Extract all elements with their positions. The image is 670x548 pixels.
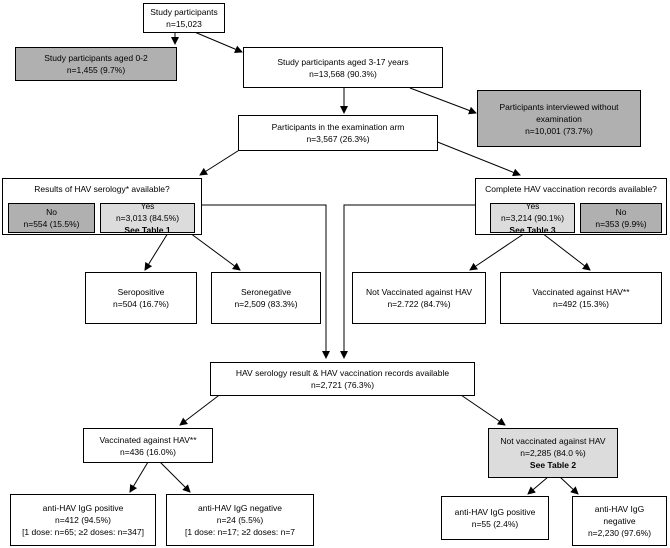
aged-3-17-box: Study participants aged 3-17 years n=13,… (243, 47, 443, 88)
igg-neg-unvacc-box: anti-HAV IgG negative n=2,230 (97.6%) (572, 496, 667, 546)
vaccinated-count: n=492 (15.3%) (553, 299, 609, 309)
serology-and-records-count: n=2,721 (76.3%) (310, 380, 375, 390)
vacc-no-box: No n=353 (9.9%) (580, 203, 662, 233)
not-vaccinated-subset-ref: See Table 2 (529, 460, 577, 470)
not-vaccinated-count: n=2.722 (84.7%) (387, 299, 451, 309)
serology-yes-ref: See Table 1 (124, 225, 171, 235)
aged-0-2-count: n=1,455 (9.7%) (66, 65, 126, 75)
seropositive-count: n=504 (16.7%) (113, 299, 169, 309)
aged-3-17-title: Study participants aged 3-17 years (277, 56, 409, 67)
serology-yes-title: Yes (140, 201, 155, 211)
igg-neg-vacc-box: anti-HAV IgG negative n=24 (5.5%) [1 dos… (166, 494, 314, 546)
arrow-to-interviewed (409, 87, 477, 115)
seronegative-title: Seronegative (240, 287, 292, 297)
not-vaccinated-subset-box: Not vaccinated against HAV n=2,285 (84.0… (488, 428, 618, 478)
vaccinated-subset-box: Vaccinated against HAV** n=436 (16.0%) (83, 428, 213, 463)
vacc-no-count: n=353 (9.9%) (595, 219, 647, 229)
igg-pos-vacc-title: anti-HAV IgG positive (42, 503, 124, 513)
arrow-to-not-vaccinated (469, 232, 526, 271)
serology-available-title: Results of HAV serology* available? (34, 184, 170, 194)
seropositive-box: Seropositive n=504 (16.7%) (85, 272, 197, 324)
not-vaccinated-subset-count: n=2,285 (84.0 %) (520, 448, 586, 458)
serology-no-title: No (46, 207, 57, 217)
serology-no-count: n=554 (15.5%) (23, 219, 80, 229)
igg-neg-unvacc-count: n=2,230 (97.6%) (587, 528, 652, 538)
igg-pos-unvacc-count: n=55 (2.4%) (471, 519, 519, 529)
arrow-to-igg-pos-unvacc (527, 476, 549, 495)
serology-and-records-box: HAV serology result & HAV vaccination re… (210, 362, 475, 396)
serology-no-box: No n=554 (15.5%) (8, 203, 95, 233)
aged-0-2-box: Study participants aged 0-2 n=1,455 (9.7… (15, 47, 177, 81)
igg-pos-vacc-detail: [1 dose: n=65; ≥2 doses: n=347] (22, 527, 144, 537)
igg-pos-vacc-box: anti-HAV IgG positive n=412 (94.5%) [1 d… (10, 494, 156, 546)
vacc-yes-title: Yes (525, 201, 540, 211)
igg-neg-vacc-count: n=24 (5.5%) (216, 515, 264, 525)
serology-and-records-title: HAV serology result & HAV vaccination re… (235, 368, 450, 378)
igg-pos-unvacc-box: anti-HAV IgG positive n=55 (2.4%) (441, 496, 549, 540)
vaccinated-subset-count: n=436 (16.0%) (120, 446, 176, 457)
interviewed-no-exam-box: Participants interviewed without examina… (477, 90, 641, 147)
igg-neg-vacc-title: anti-HAV IgG negative (198, 503, 282, 513)
exam-arm-count: n=3,567 (26.3%) (306, 134, 370, 144)
igg-neg-unvacc-title: anti-HAV IgG (594, 504, 645, 514)
seronegative-box: Seronegative n=2,509 (83.3%) (211, 272, 321, 324)
igg-pos-unvacc-title: anti-HAV IgG positive (454, 507, 536, 517)
arrow-to-seropositive (144, 232, 169, 271)
vacc-yes-count: n=3,214 (90.1%) (500, 213, 565, 223)
arrow-to-vaccinated (541, 232, 591, 271)
vacc-no-title: No (615, 207, 627, 217)
exam-arm-title: Participants in the examination arm (271, 122, 405, 132)
igg-neg-vacc-detail: [1 dose: n=17; ≥2 doses: n=7 (184, 527, 296, 537)
vaccinated-box: Vaccinated against HAV** n=492 (15.3%) (500, 272, 662, 324)
exam-arm-box: Participants in the examination arm n=3,… (238, 115, 438, 151)
seropositive-title: Seropositive (117, 287, 165, 297)
vaccinated-title: Vaccinated against HAV** (532, 287, 630, 297)
seronegative-count: n=2,509 (83.3%) (234, 299, 298, 309)
interviewed-no-exam-title: Participants interviewed without (499, 101, 619, 112)
vacc-yes-ref: See Table 3 (509, 225, 556, 235)
igg-neg-unvacc-title2: negative (603, 516, 636, 526)
arrow-to-igg-neg-unvacc (559, 476, 579, 495)
arrow-to-seronegative (189, 232, 241, 271)
study-participants-box: Study participants n=15,023 (143, 3, 225, 33)
arrow-to-vaccinated-subset (179, 392, 223, 426)
interviewed-no-exam-title2: examination (536, 113, 582, 124)
aged-3-17-count: n=13,568 (90.3%) (309, 68, 377, 79)
not-vaccinated-subset-title: Not vaccinated against HAV (500, 436, 606, 446)
vacc-records-available-title: Complete HAV vaccination records availab… (485, 184, 657, 194)
not-vaccinated-title: Not Vaccinated against HAV (366, 287, 472, 297)
not-vaccinated-box: Not Vaccinated against HAV n=2.722 (84.7… (352, 272, 486, 324)
serology-yes-count: n=3,013 (84.5%) (115, 213, 180, 223)
interviewed-no-exam-count: n=10,001 (73.7%) (525, 125, 593, 136)
arrow-to-igg-pos-vacc (129, 461, 149, 493)
igg-pos-vacc-count: n=412 (94.5%) (55, 515, 111, 525)
vaccinated-subset-title: Vaccinated against HAV** (99, 434, 197, 445)
serology-yes-box: Yes n=3,013 (84.5%) See Table 1 (100, 201, 195, 235)
arrow-to-igg-neg-vacc (159, 461, 191, 493)
study-participants-count: n=15,023 (166, 19, 202, 29)
aged-0-2-title: Study participants aged 0-2 (44, 53, 148, 63)
study-participants-title: Study participants (150, 7, 218, 17)
vacc-yes-box: Yes n=3,214 (90.1%) See Table 3 (490, 201, 575, 235)
arrow-to-not-vaccinated-subset (457, 392, 506, 426)
